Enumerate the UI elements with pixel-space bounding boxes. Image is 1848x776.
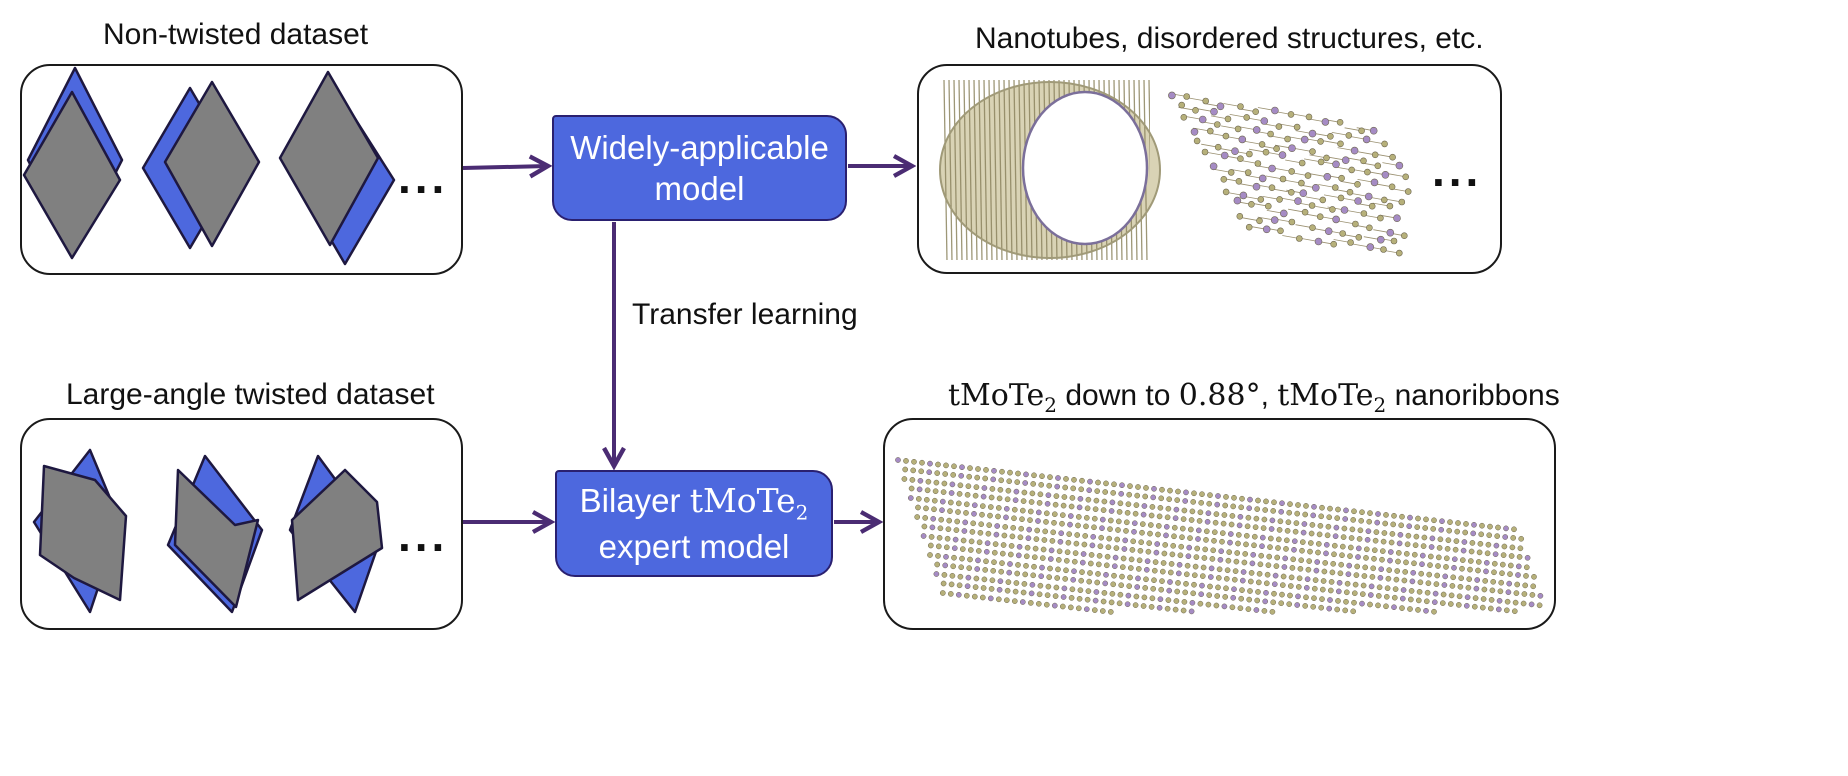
disordered-structure [1168,91,1412,257]
nanotube-structure [939,80,1161,260]
title-tmote2: tMoTe2 down to 0.88°, tMoTe2 nanoribbons [948,378,1560,417]
model-expert: Bilayer tMoTe2 expert model [555,470,833,577]
title-large-angle: Large-angle twisted dataset [66,378,435,411]
ellipsis-top-right: ... [1432,144,1483,196]
model-widely-applicable: Widely-applicable model [552,115,847,221]
ellipsis-bottom-left: ... [398,509,449,561]
model-bottom-line1: Bilayer tMoTe2 [579,481,809,525]
title-nanotubes: Nanotubes, disordered structures, etc. [975,22,1484,55]
ellipsis-top-left: ... [398,151,449,203]
bilayer-twisted-3 [288,454,384,614]
model-top-line2: model [654,170,745,207]
bilayer-non-twisted-3 [278,70,396,266]
transfer-learning-label: Transfer learning [632,298,858,331]
model-bottom-line2: expert model [598,527,790,565]
arrow-dataset-to-model [462,166,548,168]
bilayer-twisted-2 [166,454,264,614]
bilayer-non-twisted-1 [22,66,124,260]
bilayer-non-twisted-2 [141,80,261,250]
model-top-line1: Widely-applicable [570,128,829,166]
bilayer-twisted-1 [32,448,128,614]
tmote2-lattice [895,457,1544,615]
title-non-twisted: Non-twisted dataset [103,18,369,51]
